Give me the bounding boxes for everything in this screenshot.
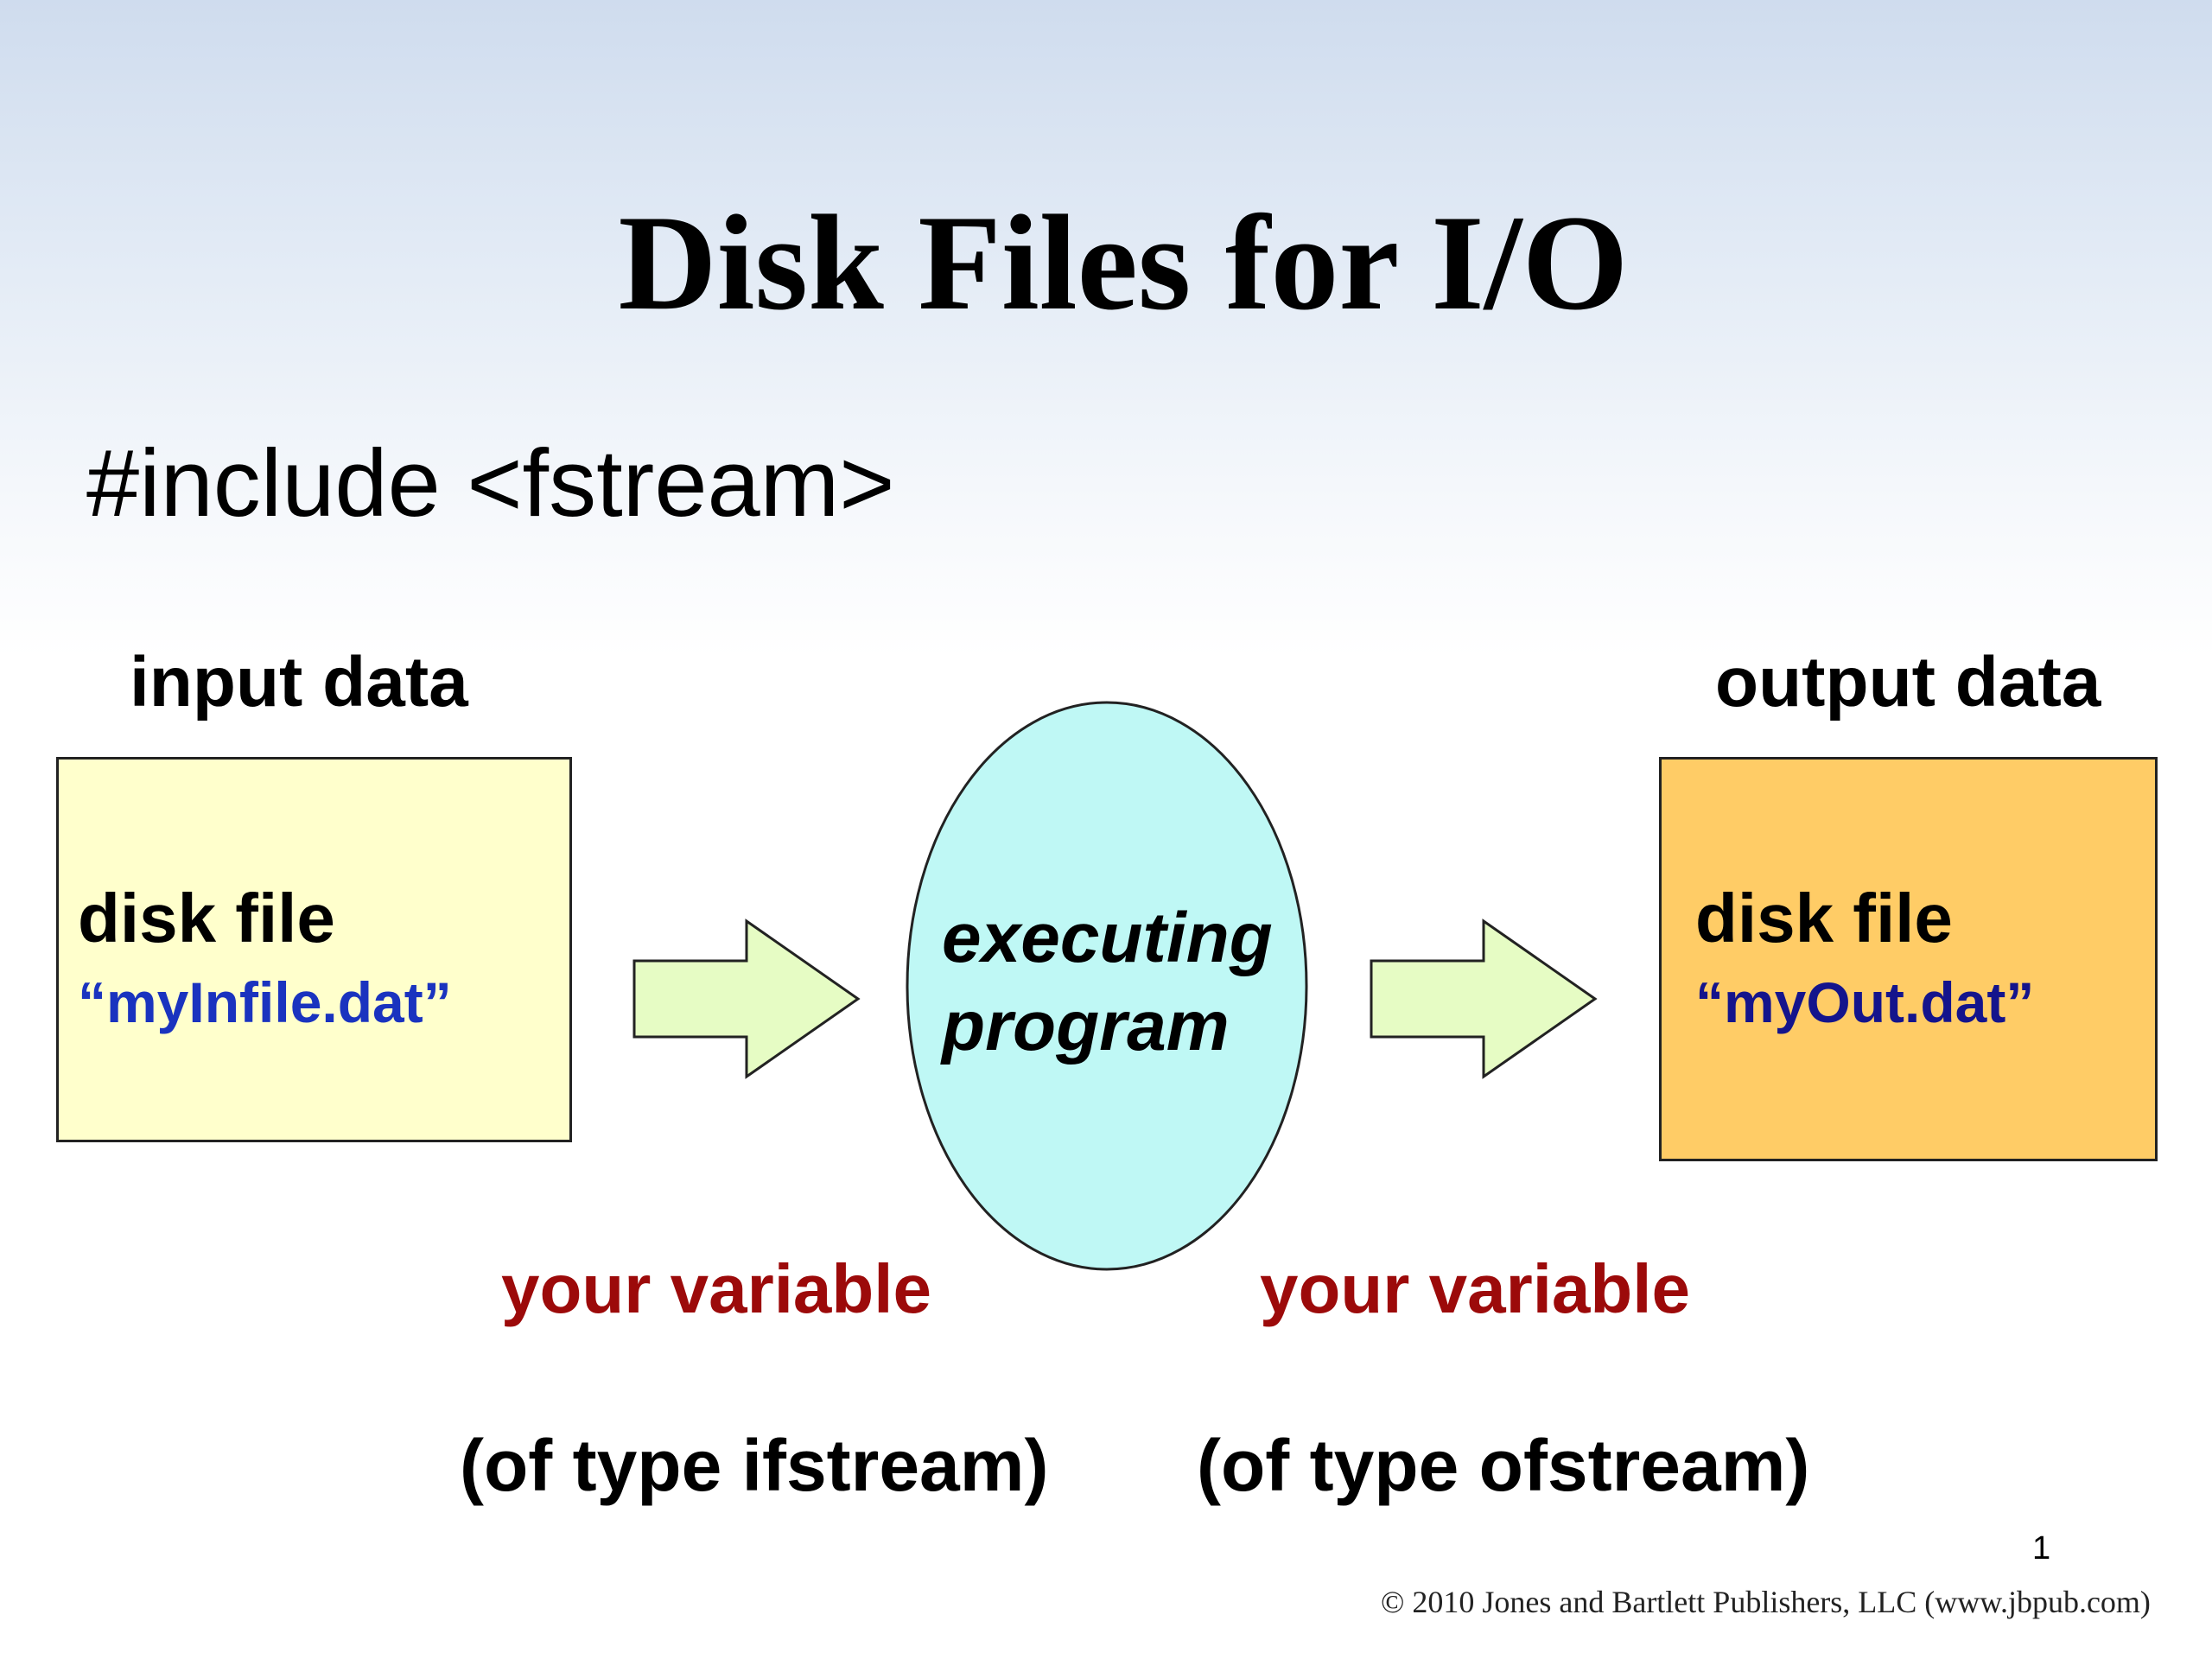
input-to-program-arrow	[632, 918, 861, 1079]
output-data-label: output data	[1715, 643, 2101, 721]
slide-title: Disk Files for I/O	[618, 188, 1629, 339]
output-filename: “myOut.dat”	[1695, 970, 2035, 1034]
input-disk-file-box	[56, 757, 572, 1142]
input-type-label: (of type ifstream)	[460, 1425, 1049, 1506]
program-label-line2: program	[942, 987, 1230, 1065]
copyright-notice: © 2010 Jones and Bartlett Publishers, LL…	[1381, 1585, 2151, 1619]
input-box-title: disk file	[78, 880, 335, 957]
program-label-line1: executing	[942, 899, 1273, 977]
program-to-output-arrow	[1370, 918, 1598, 1079]
output-disk-file-box	[1659, 757, 2158, 1161]
page-number: 1	[2032, 1530, 2051, 1567]
include-directive: #include <fstream>	[86, 430, 895, 537]
executing-program-ellipse	[906, 701, 1308, 1271]
output-variable-label: your variable	[1260, 1250, 1691, 1327]
output-type-label: (of type ofstream)	[1197, 1425, 1810, 1506]
input-data-label: input data	[130, 643, 468, 721]
input-filename: “myInfile.dat”	[78, 970, 452, 1034]
input-variable-label: your variable	[501, 1250, 932, 1327]
output-box-title: disk file	[1695, 880, 1953, 957]
